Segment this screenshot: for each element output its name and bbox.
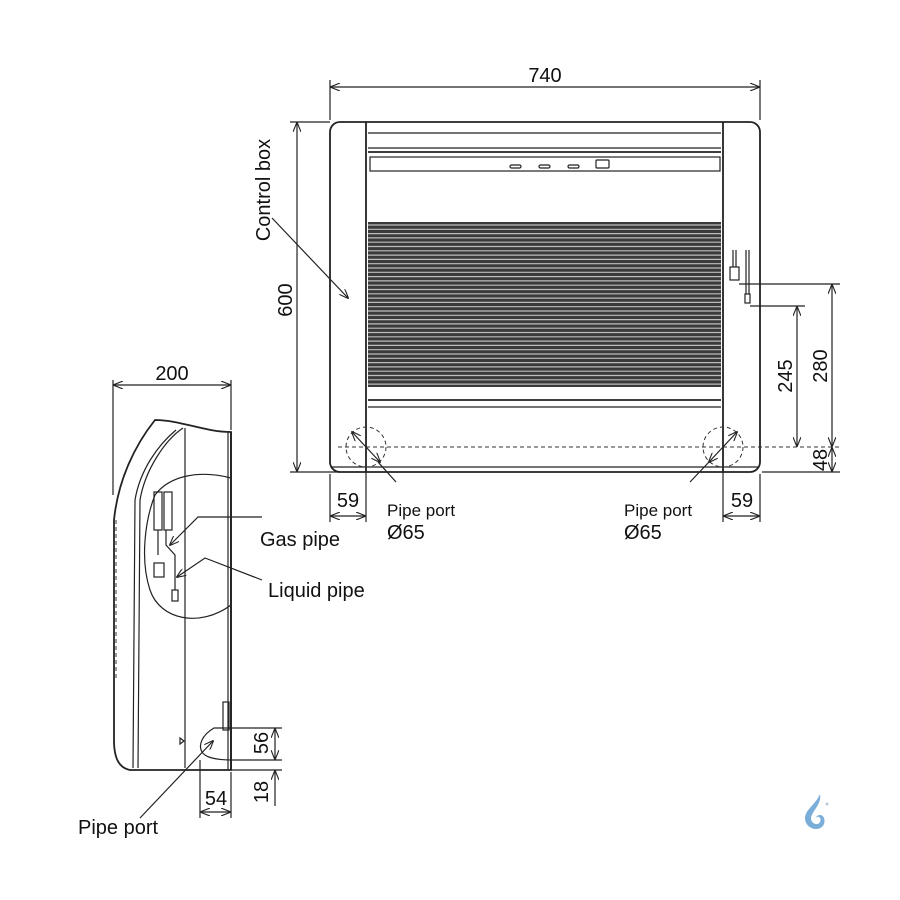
pipe-cutaway [143, 473, 232, 619]
height-dimension-label: 600 [275, 283, 297, 316]
gas-pipe-label: Gas pipe [260, 529, 340, 551]
liquid-pipe-label: Liquid pipe [268, 580, 365, 602]
front-view [329, 121, 840, 483]
bottom-offset-dimensions: 59 59 Pipe port Ø65 Pipe port Ø65 [329, 470, 761, 544]
left-pipe-port-outline [345, 426, 387, 468]
control-box-callout: Control box [253, 139, 348, 298]
side-view [113, 419, 232, 771]
dim-280-label: 280 [810, 349, 832, 382]
right-pipe-port-outline [702, 426, 744, 468]
side-callouts: Gas pipe Liquid pipe Pipe port [78, 516, 365, 839]
side-casing [113, 419, 232, 771]
air-grille [368, 222, 721, 387]
control-box-label: Control box [253, 139, 275, 241]
receiver-window [595, 159, 610, 169]
left-offset-label: 59 [337, 490, 359, 512]
dim-245-label: 245 [775, 359, 797, 392]
right-pipe-port-label: Pipe port [624, 501, 692, 520]
control-strip [369, 156, 721, 172]
dim-18-label: 18 [251, 781, 273, 803]
right-dimensions: 245 280 48 [762, 285, 840, 473]
front-outer-casing [329, 121, 761, 473]
indicator-lamps [509, 159, 610, 169]
dimension-200: 200 [112, 363, 232, 495]
left-pipe-port-label: Pipe port [387, 501, 455, 520]
right-pipe-connections [729, 250, 840, 307]
side-pipe-port [199, 727, 232, 761]
grille-background [368, 222, 721, 387]
depth-dimension-label: 200 [155, 363, 188, 385]
left-pipe-port-diameter: Ø65 [387, 522, 425, 544]
dim-54-label: 54 [205, 788, 227, 810]
width-dimension-label: 740 [528, 65, 561, 87]
side-pipe-port-label: Pipe port [78, 817, 158, 839]
dim-56-label: 56 [251, 732, 273, 754]
dim-48-label: 48 [810, 449, 832, 471]
dimension-740: 740 [329, 65, 761, 120]
side-port-dimensions: 56 18 54 [199, 727, 282, 818]
water-drop-logo [805, 794, 829, 829]
refrigerant-pipes [153, 491, 179, 602]
right-offset-label: 59 [731, 490, 753, 512]
right-pipe-port-diameter: Ø65 [624, 522, 662, 544]
dimension-600: 600 [275, 121, 340, 473]
